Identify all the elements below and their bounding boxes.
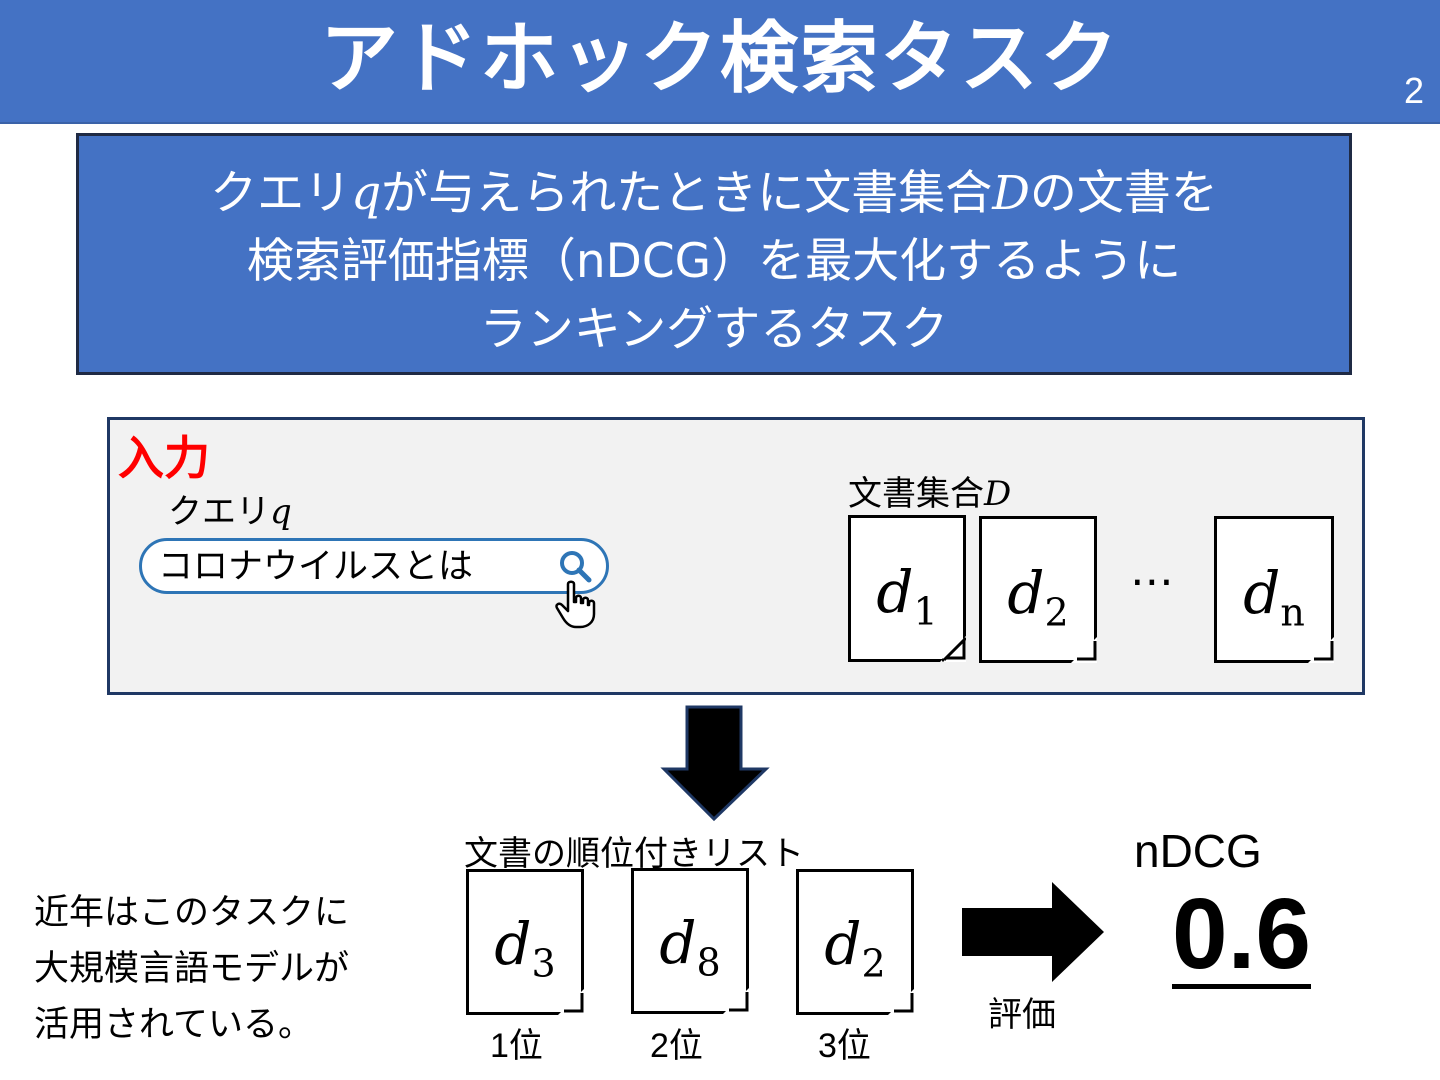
- page-number: 2: [1403, 70, 1424, 111]
- slide-title: アドホック検索タスク: [319, 14, 1120, 104]
- pointer-hand-icon: [555, 580, 596, 629]
- ranked-list-label: 文書の順位付きリスト: [464, 834, 804, 874]
- docset-label: 文書集合D: [848, 466, 1011, 515]
- down-arrow-icon: [660, 705, 770, 822]
- page-fold-icon: [723, 988, 749, 1014]
- page-fold-icon: [940, 636, 966, 662]
- document-symbol: d8: [634, 909, 746, 985]
- rank-label: 1位: [490, 1027, 543, 1065]
- query-label: クエリq: [168, 484, 292, 533]
- document-symbol: d2: [982, 559, 1094, 635]
- definition-text: が与えられたときに文書集合: [381, 166, 993, 221]
- definition-text: クエリ: [210, 166, 352, 221]
- document-card: dn: [1214, 516, 1334, 663]
- definition-line-2: 検索評価指標（nDCG）を最大化するように: [246, 234, 1182, 289]
- footnote: 近年はこのタスクに 大規模言語モデルが 活用されている。: [34, 885, 349, 1053]
- document-symbol: dn: [1217, 559, 1331, 635]
- query-label-symbol: q: [270, 492, 292, 532]
- doc-subscript: 3: [531, 941, 556, 986]
- metric-value: 0.6: [1172, 878, 1312, 990]
- title-bar: [0, 0, 1440, 124]
- footnote-line: 大規模言語モデルが: [34, 949, 350, 989]
- doc-subscript: 1: [913, 589, 938, 634]
- ellipsis: ⋯: [1130, 556, 1174, 607]
- query-symbol: q: [351, 166, 382, 221]
- page-fold-icon: [1308, 637, 1334, 663]
- doc-base: d: [659, 909, 697, 977]
- page-fold-icon: [1071, 637, 1097, 663]
- docset-label-symbol: D: [984, 474, 1012, 514]
- ranked-document-card: d2: [796, 869, 914, 1015]
- ranked-document-card: d8: [631, 868, 749, 1014]
- evaluation-label: 評価: [988, 995, 1056, 1035]
- search-icon[interactable]: [556, 547, 596, 587]
- document-symbol: d2: [799, 910, 911, 986]
- doc-subscript: 2: [861, 941, 886, 986]
- document-card: d2: [979, 516, 1097, 663]
- search-box[interactable]: コロナウイルスとは: [139, 538, 609, 594]
- rank-label: 3位: [818, 1027, 871, 1065]
- query-label-text: クエリ: [168, 492, 270, 532]
- definition-line-3: ランキングするタスク: [479, 302, 949, 357]
- metric-name: nDCG: [1134, 825, 1262, 877]
- footnote-line: 近年はこのタスクに: [34, 893, 350, 933]
- definition-text: の文書を: [1029, 166, 1218, 221]
- doc-base: d: [1007, 559, 1045, 627]
- search-input[interactable]: コロナウイルスとは: [158, 547, 474, 587]
- definition-line-1: クエリqが与えられたときに文書集合Dの文書を: [79, 160, 1349, 228]
- footnote-line: 活用されている。: [34, 1005, 313, 1045]
- doc-base: d: [824, 910, 862, 978]
- right-arrow-icon: [962, 882, 1104, 982]
- input-heading: 入力: [118, 431, 210, 485]
- ranked-document-card: d3: [466, 869, 584, 1015]
- rank-label: 2位: [650, 1027, 703, 1065]
- docset-symbol: D: [992, 166, 1030, 221]
- doc-base: d: [876, 558, 914, 626]
- definition-box: クエリqが与えられたときに文書集合Dの文書を 検索評価指標（nDCG）を最大化す…: [76, 133, 1352, 375]
- doc-subscript: n: [1280, 590, 1305, 635]
- doc-subscript: 8: [696, 940, 721, 985]
- document-symbol: d3: [469, 910, 581, 986]
- page-fold-icon: [558, 989, 584, 1015]
- doc-base: d: [494, 910, 532, 978]
- document-symbol: d1: [851, 558, 963, 634]
- page-fold-icon: [888, 989, 914, 1015]
- document-card: d1: [848, 515, 966, 662]
- doc-base: d: [1243, 559, 1281, 627]
- doc-subscript: 2: [1044, 590, 1069, 635]
- docset-label-text: 文書集合: [848, 474, 984, 514]
